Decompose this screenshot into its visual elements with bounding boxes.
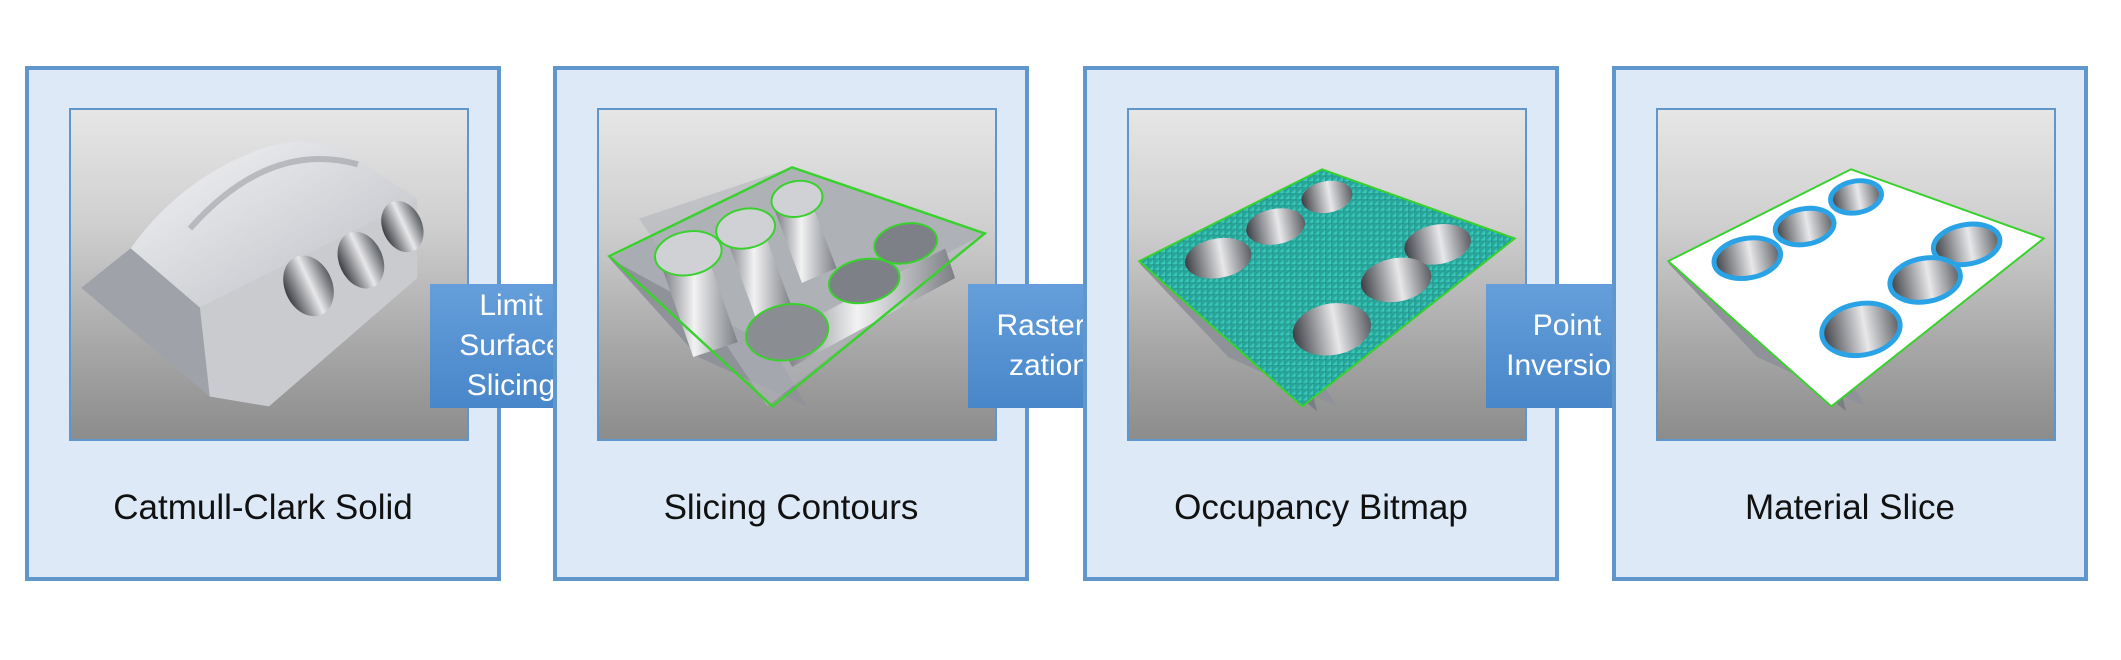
stage-caption: Catmull-Clark Solid (113, 488, 413, 527)
stage-caption: Slicing Contours (663, 488, 919, 527)
arrow-label: Limit Surface Slicing (459, 289, 563, 402)
stage-panel-material-slice: Material Slice (1612, 66, 2088, 581)
stage-caption: Occupancy Bitmap (1174, 488, 1468, 527)
catmull-clark-solid-render (69, 108, 469, 441)
material-slice-render (1656, 108, 2056, 441)
stage-panel-catmull-clark: Catmull-Clark Solid (25, 66, 501, 581)
stage-caption: Material Slice (1744, 488, 1956, 527)
occupancy-bitmap-render (1127, 108, 1527, 441)
stage-panel-slicing-contours: Slicing Contours (553, 66, 1029, 581)
stage-panel-occupancy-bitmap: Occupancy Bitmap (1083, 66, 1559, 581)
arrow-label: Rasteri- zation (996, 309, 1102, 382)
arrow-label: Point Inversion (1506, 309, 1628, 382)
slicing-contours-render (597, 108, 997, 441)
